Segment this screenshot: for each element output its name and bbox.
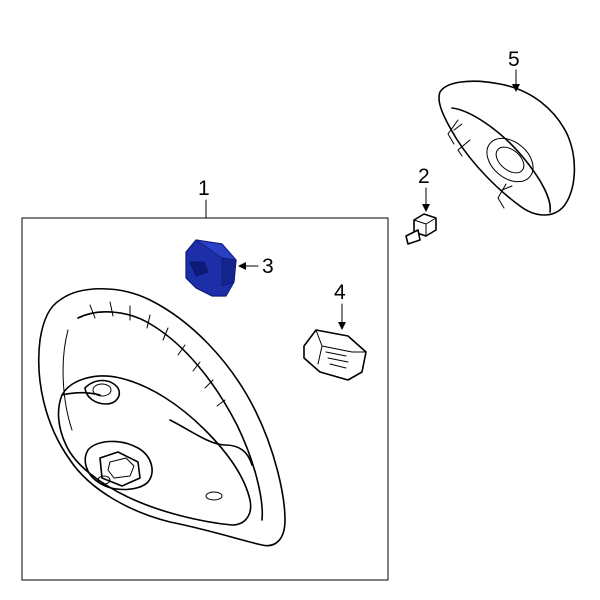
- callout-4-label: 4: [334, 281, 346, 304]
- callout-4-arrowhead: [338, 322, 346, 330]
- bolt-part-2: [405, 213, 437, 245]
- steering-wheel-part-1: [37, 287, 286, 547]
- switch-part-4: [303, 329, 367, 381]
- callout-2-label: 2: [418, 165, 430, 188]
- callout-5-arrowhead: [512, 84, 520, 92]
- switch-part-3: [185, 239, 238, 297]
- airbag-module-part-5: [438, 80, 576, 216]
- part-1-group-box: [21, 217, 389, 581]
- callout-5-label: 5: [508, 48, 520, 71]
- callout-2-arrowhead: [422, 204, 430, 212]
- callout-1-label: 1: [198, 177, 210, 200]
- callout-3-label: 3: [262, 255, 274, 278]
- callout-3-arrowhead: [238, 262, 246, 270]
